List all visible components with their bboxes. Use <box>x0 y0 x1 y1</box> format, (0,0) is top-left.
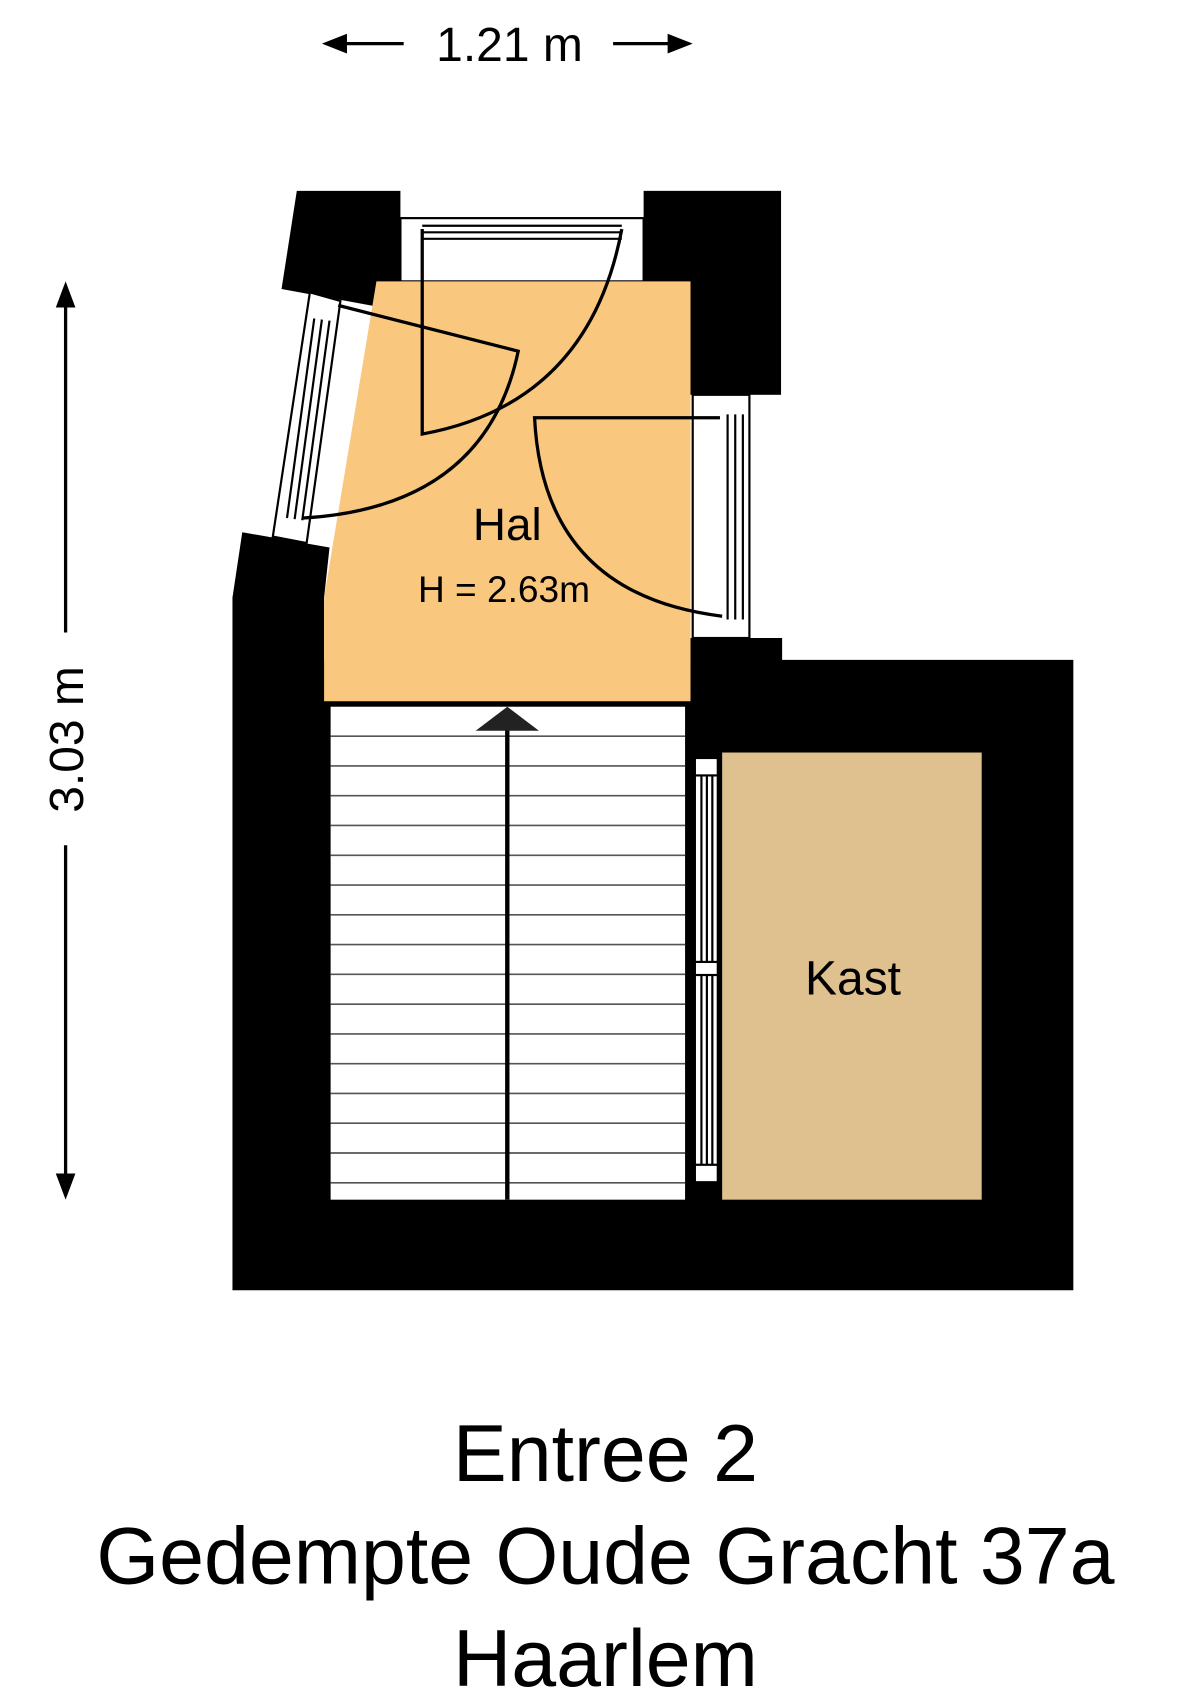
window-left <box>271 290 342 545</box>
door-top <box>420 228 624 437</box>
caption-line-2: Gedempte Oude Gracht 37a <box>96 1512 1114 1602</box>
width-dimension: 1.21 m <box>321 19 693 72</box>
window-right <box>691 393 751 640</box>
room-kast <box>722 752 982 1200</box>
height-dimension: 3.03 m <box>41 281 94 1200</box>
door-left <box>303 303 521 520</box>
room-label-kast: Kast <box>805 953 901 1006</box>
door-right <box>532 416 723 618</box>
caption-line-3: Haarlem <box>453 1614 758 1697</box>
width-label: 1.21 m <box>436 19 583 72</box>
doors <box>303 228 723 618</box>
window-top <box>399 217 645 283</box>
stairs <box>330 706 686 1200</box>
height-label: 3.03 m <box>41 666 94 813</box>
stairs-direction-arrow <box>475 706 539 731</box>
room-label-hal: Hal <box>473 499 542 550</box>
room-hal <box>324 281 691 702</box>
caption-line-1: Entree 2 <box>453 1409 758 1499</box>
kast-door <box>693 756 719 1185</box>
room-height-hal: H = 2.63m <box>418 568 590 610</box>
